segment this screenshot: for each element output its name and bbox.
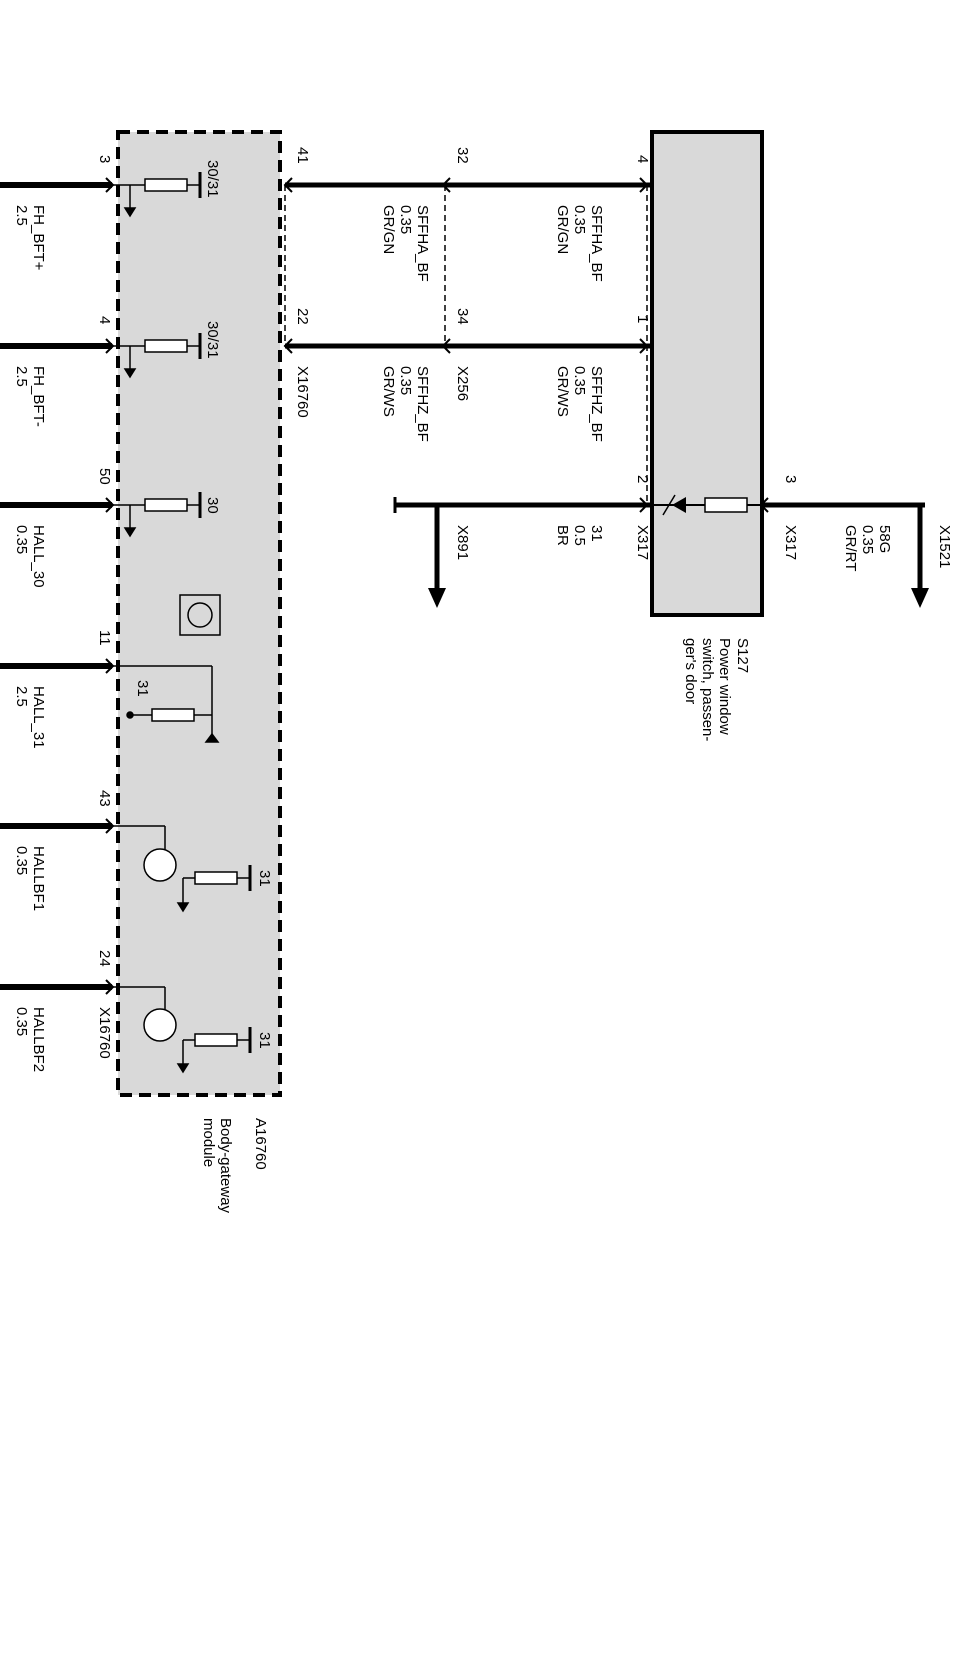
internal-11: 31 (134, 680, 151, 697)
sig-4: SFFHA_BF (588, 205, 605, 282)
module-ref: A16760 (252, 1118, 269, 1170)
sig-fh-bft-plus: FH_BFT+ (30, 205, 47, 271)
control-unit-icon (179, 594, 221, 636)
pin-4-right: 4 (634, 155, 651, 163)
module-name-line2: module (200, 1118, 217, 1167)
size-fh-bft-plus: 2.5 (13, 205, 30, 226)
x1521-arrow-icon (911, 588, 929, 608)
pin-41: 41 (294, 147, 311, 164)
switch-name-line3: ger's door (682, 638, 699, 704)
ground-connector-label: X891 (454, 525, 471, 560)
sig-32: SFFHA_BF (414, 205, 431, 282)
sig-hallbf2: HALLBF2 (30, 1007, 47, 1072)
pin-24: 24 (96, 950, 113, 967)
splice-connector-label: X256 (454, 366, 471, 401)
size-hall-31: 2.5 (13, 686, 30, 707)
module-name-line1: Body-gateway (217, 1118, 234, 1214)
internal-3: 30/31 (204, 160, 221, 198)
sig-hall-31: HALL_31 (30, 686, 47, 749)
sig-hall-30: HALL_30 (30, 525, 47, 588)
switch-name-line2: switch, passen- (699, 638, 716, 741)
color-4: GR/GN (554, 205, 571, 254)
pin-11: 11 (96, 630, 113, 646)
sig-3: 58G (876, 525, 893, 553)
size-hall-30: 0.35 (13, 525, 30, 554)
size-fh-bft-minus: 2.5 (13, 366, 30, 387)
connector-marks (283, 177, 769, 513)
size-32: 0.35 (397, 205, 414, 234)
size-4: 0.35 (571, 205, 588, 234)
color-3: GR/RT (842, 525, 859, 571)
module-left-marks (105, 177, 115, 995)
sig-fh-bft-minus: FH_BFT- (30, 366, 47, 427)
sig-34: SFFHZ_BF (414, 366, 431, 442)
supply-connector-label: X1521 (936, 525, 953, 568)
pin-43: 43 (96, 790, 113, 807)
size-3: 0.35 (859, 525, 876, 554)
sig-1: SFFHZ_BF (588, 366, 605, 442)
internal-43: 31 (256, 870, 273, 887)
pin-2-right: 2 (634, 475, 651, 483)
size-34: 0.35 (397, 366, 414, 395)
size-1: 0.35 (571, 366, 588, 395)
color-2: BR (554, 525, 571, 546)
x891-arrow-icon (428, 588, 446, 608)
sig-hallbf1: HALLBF1 (30, 846, 47, 911)
sig-2: 31 (588, 525, 605, 542)
size-2: 0.5 (571, 525, 588, 546)
internal-24: 31 (256, 1032, 273, 1049)
color-32: GR/GN (380, 205, 397, 254)
internal-50: 30 (204, 497, 221, 514)
switch-connector-label-a: X317 (634, 525, 651, 560)
module-connector-label-top: X16760 (294, 366, 311, 418)
pin-1-right: 1 (634, 315, 651, 323)
pin-4-left: 4 (96, 316, 113, 324)
internal-4: 30/31 (204, 321, 221, 359)
pin-3-left: 3 (96, 155, 113, 163)
pin-3-right: 3 (782, 475, 799, 483)
switch-body (650, 130, 764, 617)
pin-34: 34 (454, 308, 471, 325)
pin-32: 32 (454, 147, 471, 164)
pin-50: 50 (96, 468, 113, 485)
switch-ref: S127 (734, 638, 751, 673)
switch-resistor-icon (704, 497, 748, 513)
size-hallbf1: 0.35 (13, 846, 30, 875)
module-left-wires (0, 182, 112, 990)
pin-22: 22 (294, 308, 311, 325)
switch-name-line1: Power window (716, 638, 733, 735)
color-1: GR/WS (554, 366, 571, 417)
switch-connector-label-b: X317 (782, 525, 799, 560)
size-hallbf2: 0.35 (13, 1007, 30, 1036)
module-connector-label-left: X16760 (96, 1007, 113, 1059)
switch-diode-icon (672, 497, 686, 513)
color-34: GR/WS (380, 366, 397, 417)
module-internal-circuits (113, 172, 252, 1074)
